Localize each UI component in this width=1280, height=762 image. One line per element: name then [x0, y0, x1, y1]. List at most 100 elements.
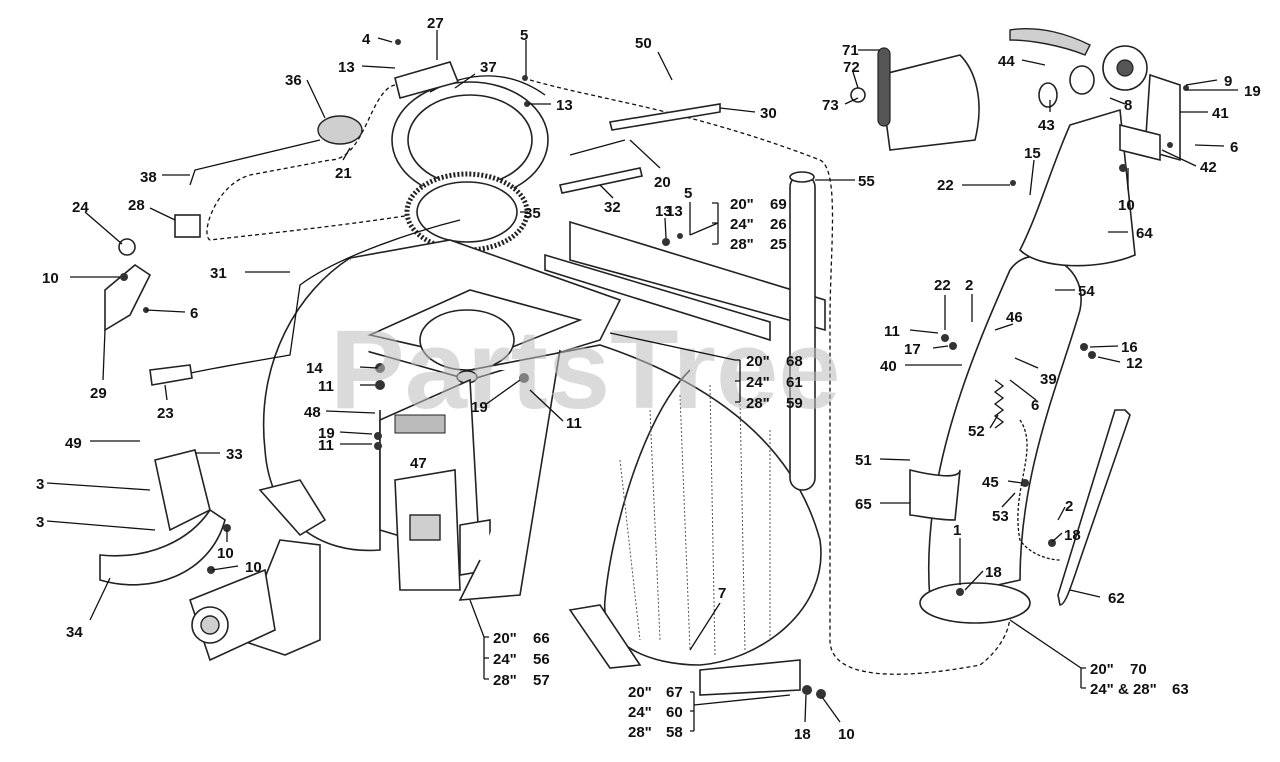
part-number: 25	[770, 236, 787, 253]
callout-c53: 19	[471, 399, 488, 416]
callout-c17: 43	[1038, 117, 1055, 134]
impeller-hood	[458, 344, 822, 666]
chute-tube	[789, 171, 816, 491]
callout-c79: 10	[838, 726, 855, 743]
callout-c75: 7	[718, 585, 726, 602]
callout-c30: 22	[937, 177, 954, 194]
callout-c18: 41	[1212, 105, 1229, 122]
leader-lines	[46, 30, 1238, 723]
size-label: 28"	[628, 724, 652, 741]
callout-c23: 55	[858, 173, 875, 190]
callout-c77: 34	[66, 624, 83, 641]
callout-c26: 28	[128, 197, 145, 214]
callout-c54: 11	[566, 415, 582, 432]
callout-c4: 5	[520, 27, 528, 44]
callout-c8: 73	[822, 97, 839, 114]
part-number: 57	[533, 672, 550, 689]
callout-c27: 24	[72, 199, 89, 216]
callout-c29: 5	[684, 185, 692, 202]
callout-c57: 52	[968, 423, 985, 440]
size-label: 20"	[730, 196, 754, 213]
callout-c51: 11	[318, 378, 334, 395]
callout-c5: 50	[635, 35, 652, 52]
pulley-assembly	[1009, 27, 1148, 108]
callout-c55: 6	[1031, 397, 1039, 414]
size-group-brackets	[469, 202, 1086, 732]
control-cable	[206, 79, 1011, 675]
callout-c34: 13	[666, 203, 683, 220]
scraper-bar	[568, 604, 642, 669]
callout-c28: 32	[604, 199, 621, 216]
callout-c32: 10	[1118, 197, 1135, 214]
spring-36	[317, 115, 363, 145]
callout-c24: 15	[1024, 145, 1041, 162]
bracket-30	[609, 103, 721, 131]
size-label: 24"	[746, 374, 770, 391]
size-label: 20"	[493, 630, 517, 647]
callout-c15: 30	[760, 105, 777, 122]
callout-c61: 11	[318, 437, 334, 454]
part-number: 70	[1130, 661, 1147, 678]
size-label: 20"	[628, 684, 652, 701]
callout-c59: 49	[65, 435, 82, 452]
cable-53	[1017, 419, 1061, 561]
callout-c71: 18	[1064, 527, 1081, 544]
callout-c50: 39	[1040, 371, 1057, 388]
callout-c78: 18	[794, 726, 811, 743]
bracket-27	[394, 61, 460, 99]
size-group-g4: 20" 67 24" 60 28" 58	[628, 684, 683, 741]
rotation-ring	[391, 75, 549, 199]
callout-c62: 47	[410, 455, 427, 472]
part-number: 58	[666, 724, 683, 741]
bottom-strip	[699, 659, 801, 696]
callout-c37: 31	[210, 265, 227, 282]
crank-rod	[149, 219, 461, 386]
callout-c60: 33	[226, 446, 243, 463]
spring-52	[993, 379, 1005, 429]
gear-ring	[404, 171, 530, 253]
size-label: 24"	[628, 704, 652, 721]
size-label: 24"	[730, 216, 754, 233]
part-number: 63	[1172, 681, 1189, 698]
size-label: 20"	[1090, 661, 1114, 678]
callout-c46: 12	[1126, 355, 1143, 372]
rod-32	[559, 167, 643, 194]
belt-cover	[850, 47, 980, 151]
callout-c22: 20	[654, 174, 671, 191]
callout-c42: 46	[1006, 309, 1023, 326]
callout-c12: 36	[285, 72, 302, 89]
callout-c39: 22	[934, 277, 951, 294]
callout-c72: 1	[953, 522, 961, 539]
callout-c66: 65	[855, 496, 872, 513]
rod-20	[569, 139, 626, 156]
callout-c6: 71	[842, 42, 859, 59]
callout-c67: 53	[992, 508, 1009, 525]
crank-bracket	[104, 264, 152, 332]
callout-c14: 13	[556, 97, 573, 114]
callout-c31: 13	[655, 203, 672, 220]
size-group-g1: 20" 69 24" 26 28" 25	[730, 196, 787, 253]
callout-c73: 10	[245, 559, 262, 576]
callout-c44: 17	[904, 341, 921, 358]
callout-c21: 21	[335, 165, 352, 182]
gear-case	[99, 449, 327, 586]
part-number: 56	[533, 651, 550, 668]
bracket-28	[174, 214, 201, 238]
callout-c33: 35	[524, 205, 541, 222]
part-number: 69	[770, 196, 787, 213]
chute-base-plate	[344, 239, 622, 384]
callout-c20: 38	[140, 169, 157, 186]
hardware	[120, 39, 1189, 699]
callout-c64: 45	[982, 474, 999, 491]
callout-c7: 72	[843, 59, 860, 76]
callout-c63: 51	[855, 452, 872, 469]
callout-c76: 62	[1108, 590, 1125, 607]
size-label: 28"	[730, 236, 754, 253]
callout-c36: 10	[42, 270, 59, 287]
part-drawings	[99, 27, 1189, 699]
callout-c1: 4	[362, 31, 371, 48]
callout-c47: 29	[90, 385, 107, 402]
part-number: 60	[666, 704, 683, 721]
size-label: 28"	[493, 672, 517, 689]
